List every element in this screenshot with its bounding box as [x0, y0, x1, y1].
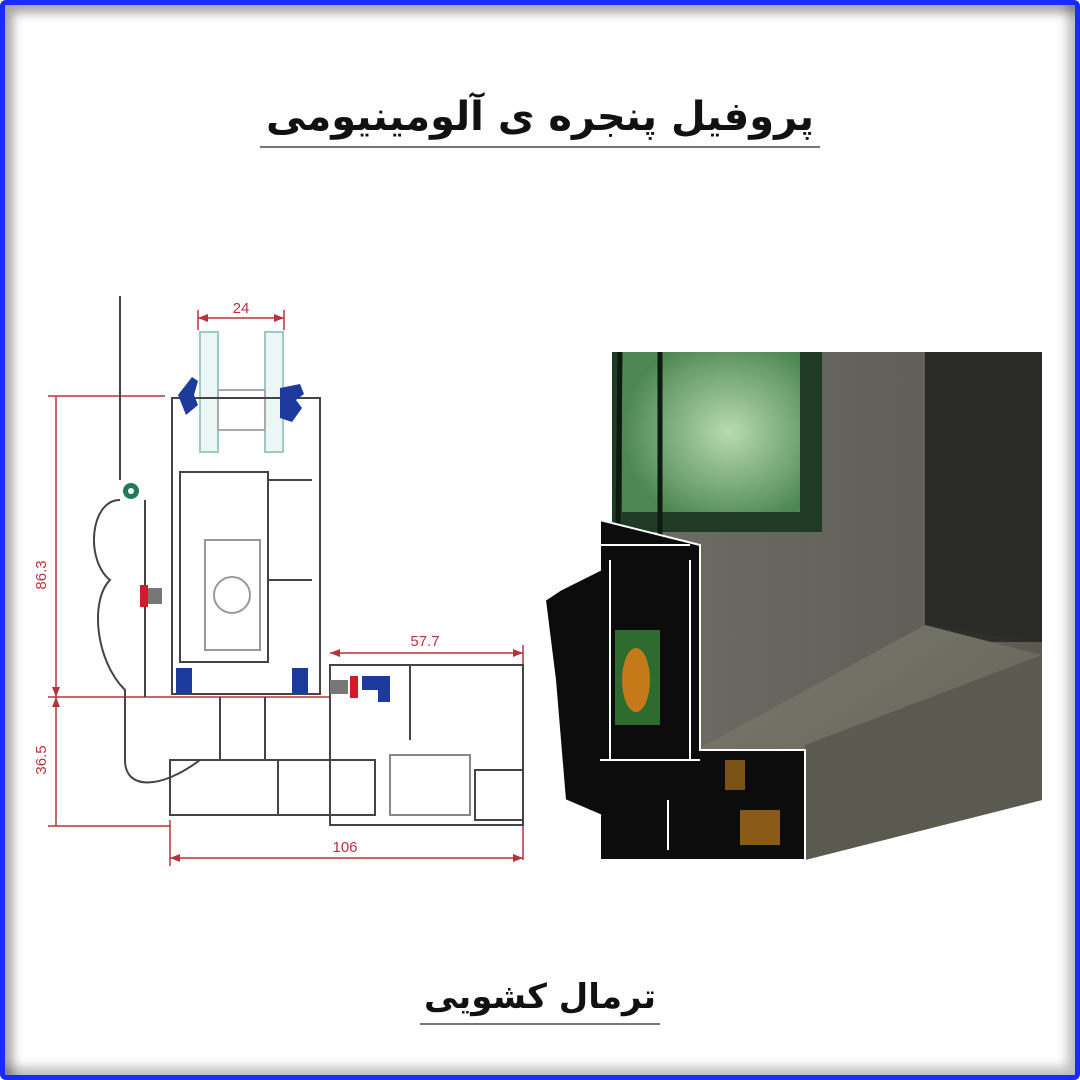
dimension-glass-width: 24: [233, 300, 250, 317]
profile-caption-text: ترمال کشویی: [420, 975, 660, 1025]
render-body: [543, 351, 1042, 861]
profile-outline: [93, 296, 524, 826]
dimension-outer-width: 57.7: [410, 633, 439, 650]
profile-caption: ترمال کشویی: [0, 975, 1080, 1025]
brush-seals: [140, 585, 358, 698]
gaskets: [176, 377, 390, 702]
dimension-arrows: [52, 314, 523, 862]
dimension-sash-height: 86.3: [33, 560, 50, 589]
dimension-frame-height: 36.5: [33, 745, 50, 774]
dimension-total-width: 106: [332, 839, 357, 856]
page-title: پروفیل پنجره ی آلومینیومی: [0, 92, 1080, 148]
page-title-text: پروفیل پنجره ی آلومینیومی: [260, 92, 820, 148]
